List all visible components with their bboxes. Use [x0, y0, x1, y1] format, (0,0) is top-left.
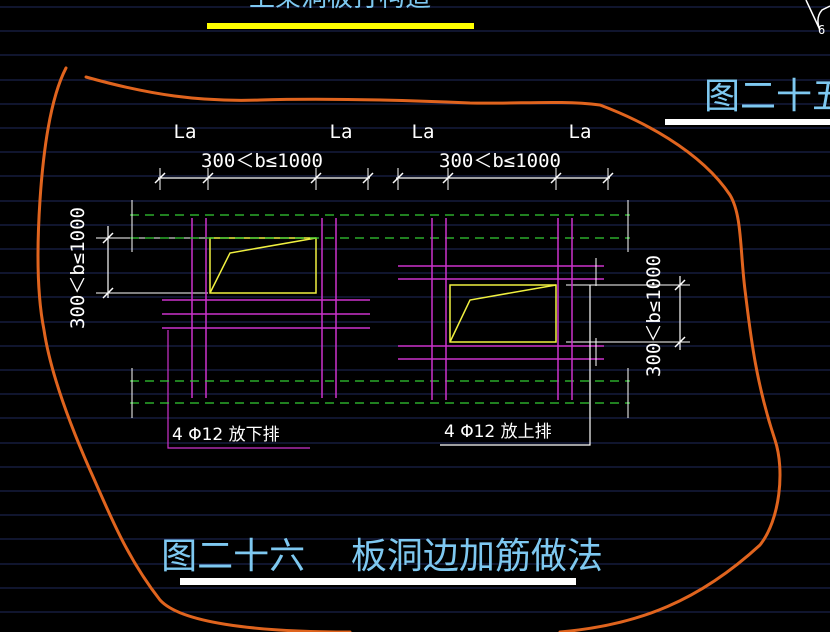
- right-dim-horizontal: 300＜b≤1000: [439, 150, 561, 172]
- left-detail: La La 300＜b≤1000 300＜b≤1000 4 Φ12 放下排: [67, 121, 374, 449]
- corner-leader-mark: 6: [805, 0, 830, 37]
- top-title-underline: [207, 23, 474, 29]
- right-rebar-note: 4 Φ12 放上排: [444, 422, 552, 442]
- figure-title: 图二十六 板洞边加筋做法: [161, 536, 603, 577]
- left-opening: [209, 237, 317, 294]
- left-dim-vertical: 300＜b≤1000: [67, 207, 89, 329]
- slab-edge-dashed-lines: [130, 200, 630, 418]
- revision-cloud-outline: [36, 66, 782, 632]
- right-opening: [449, 284, 557, 343]
- figure-title-underline: [180, 578, 576, 585]
- corner-mark-text: 6: [818, 23, 825, 37]
- left-dim-horizontal: 300＜b≤1000: [201, 150, 323, 172]
- right-la-label-2: La: [569, 121, 592, 143]
- top-title-partial: 上架洞板打构造: [249, 0, 431, 13]
- right-la-label-1: La: [412, 121, 435, 143]
- right-title-underline: [665, 119, 830, 125]
- background-grid-lines: [0, 6, 830, 613]
- left-la-label-2: La: [330, 121, 353, 143]
- right-detail: La La 300＜b≤1000 300＜b≤1000 4 Φ1: [392, 121, 690, 446]
- left-la-label-1: La: [174, 121, 197, 143]
- right-dim-vertical: 300＜b≤1000: [643, 255, 665, 377]
- right-title-partial: 图二十五 扌: [704, 76, 830, 117]
- left-rebar-note: 4 Φ12 放下排: [172, 425, 280, 445]
